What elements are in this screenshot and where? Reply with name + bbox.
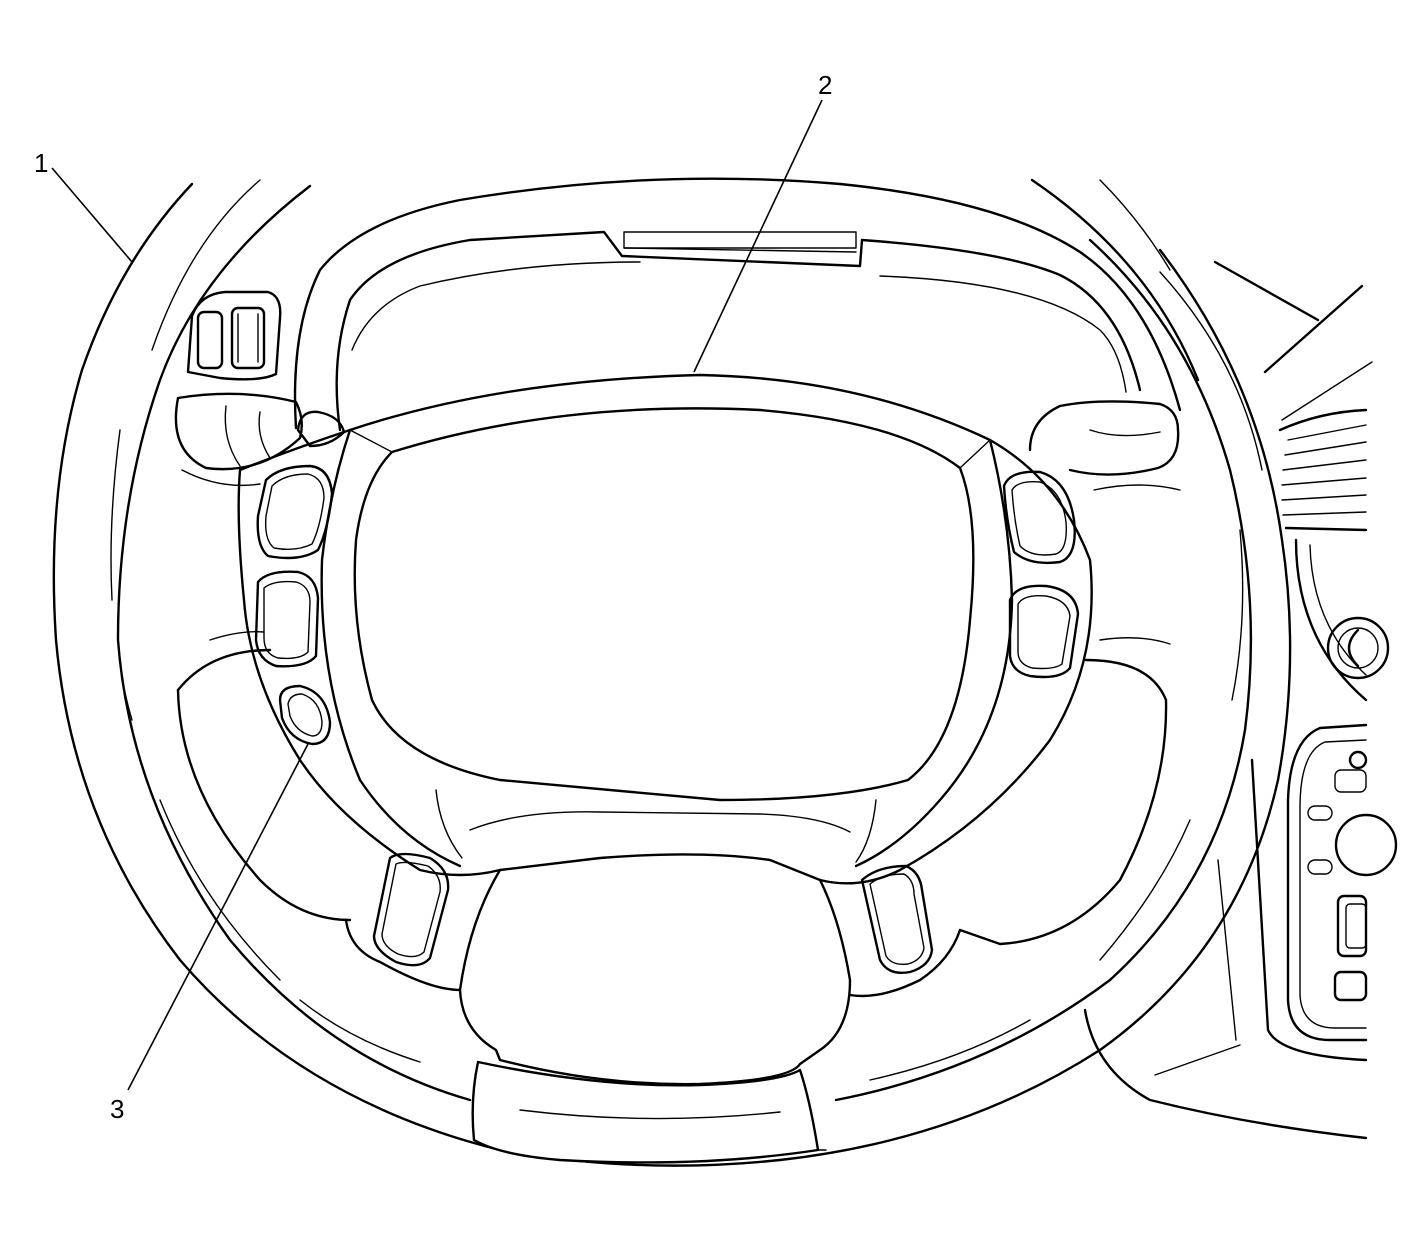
leader-line-3 [127, 743, 309, 1091]
dashboard-background [1083, 260, 1398, 1140]
left-switch-pod [186, 290, 282, 381]
left-lower-button [372, 852, 450, 967]
left-button-middle [254, 570, 320, 668]
air-vent [1278, 408, 1368, 532]
left-button-top [256, 464, 334, 560]
right-lower-button [860, 864, 934, 974]
callout-label-2: 2 [818, 70, 832, 100]
turn-signal-stalk [174, 392, 346, 471]
radio-panel [1286, 723, 1398, 1042]
callout-leaders [51, 99, 823, 1091]
dashboard-knob [1326, 616, 1390, 680]
callout-label-3: 3 [110, 1094, 124, 1124]
callout-label-1: 1 [34, 148, 48, 178]
cruise-control-button [278, 684, 332, 746]
instrument-cluster [293, 177, 1182, 476]
left-control-buttons [254, 464, 334, 668]
leader-line-1 [51, 167, 133, 263]
leader-line-2 [693, 99, 823, 373]
right-control-buttons [860, 470, 1080, 974]
right-button-middle [1008, 584, 1080, 679]
wheel-hub [176, 373, 1181, 1086]
steering-wheel-rim [52, 178, 1292, 1167]
right-button-top [1002, 470, 1076, 565]
